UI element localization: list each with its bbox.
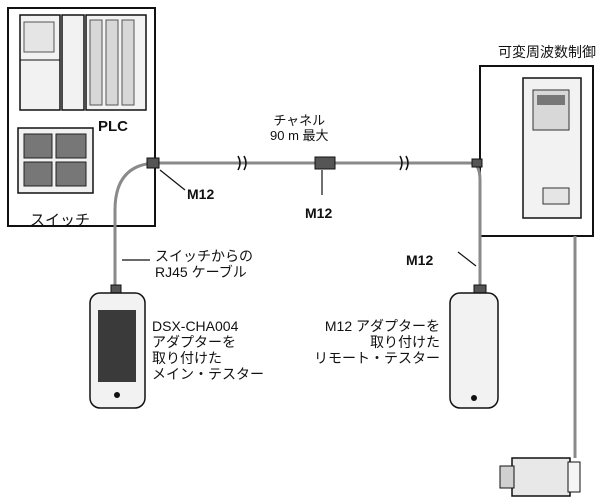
main-tester-line2: アダプターを bbox=[152, 334, 236, 351]
cable-break-marks bbox=[237, 155, 409, 171]
remote-tester-line3: リモート・テスター bbox=[314, 350, 440, 367]
switch-label: スイッチ bbox=[30, 212, 91, 229]
vfd-title: 可変周波数制御 bbox=[498, 44, 596, 60]
plc-label: PLC bbox=[98, 118, 128, 135]
connectors bbox=[110, 156, 487, 296]
m12-left-label: M12 bbox=[187, 186, 215, 202]
remote-tester bbox=[449, 292, 499, 409]
main-tester-label: DSX-CHA004 アダプターを 取り付けた メイン・テスター bbox=[152, 318, 264, 382]
channel-label-line1: チャネル bbox=[273, 113, 326, 128]
channel-label: チャネル 90 m 最大 bbox=[270, 113, 329, 144]
remote-tester-line2: 取り付けた bbox=[370, 334, 440, 351]
motor bbox=[499, 457, 581, 497]
channel-label-line2: 90 m 最大 bbox=[270, 127, 329, 143]
leader-lines bbox=[122, 169, 477, 267]
remote-tester-line1: M12 アダプターを bbox=[324, 318, 440, 334]
main-tester-line1: DSX-CHA004 bbox=[152, 318, 239, 334]
m12-right-label: M12 bbox=[406, 252, 434, 268]
rj45-label-line1: スイッチからの bbox=[155, 248, 253, 264]
plc-cabinet bbox=[7, 7, 156, 227]
rj45-label: スイッチからの RJ45 ケーブル bbox=[155, 248, 253, 280]
rj45-label-line2: RJ45 ケーブル bbox=[155, 264, 247, 281]
main-tester-line3: 取り付けた bbox=[152, 350, 222, 367]
main-tester bbox=[89, 292, 146, 409]
remote-tester-label: M12 アダプターを 取り付けた リモート・テスター bbox=[312, 318, 440, 366]
main-tester-line4: メイン・テスター bbox=[152, 366, 264, 383]
vfd-cabinet bbox=[479, 65, 594, 237]
m12-center-label: M12 bbox=[305, 205, 333, 221]
